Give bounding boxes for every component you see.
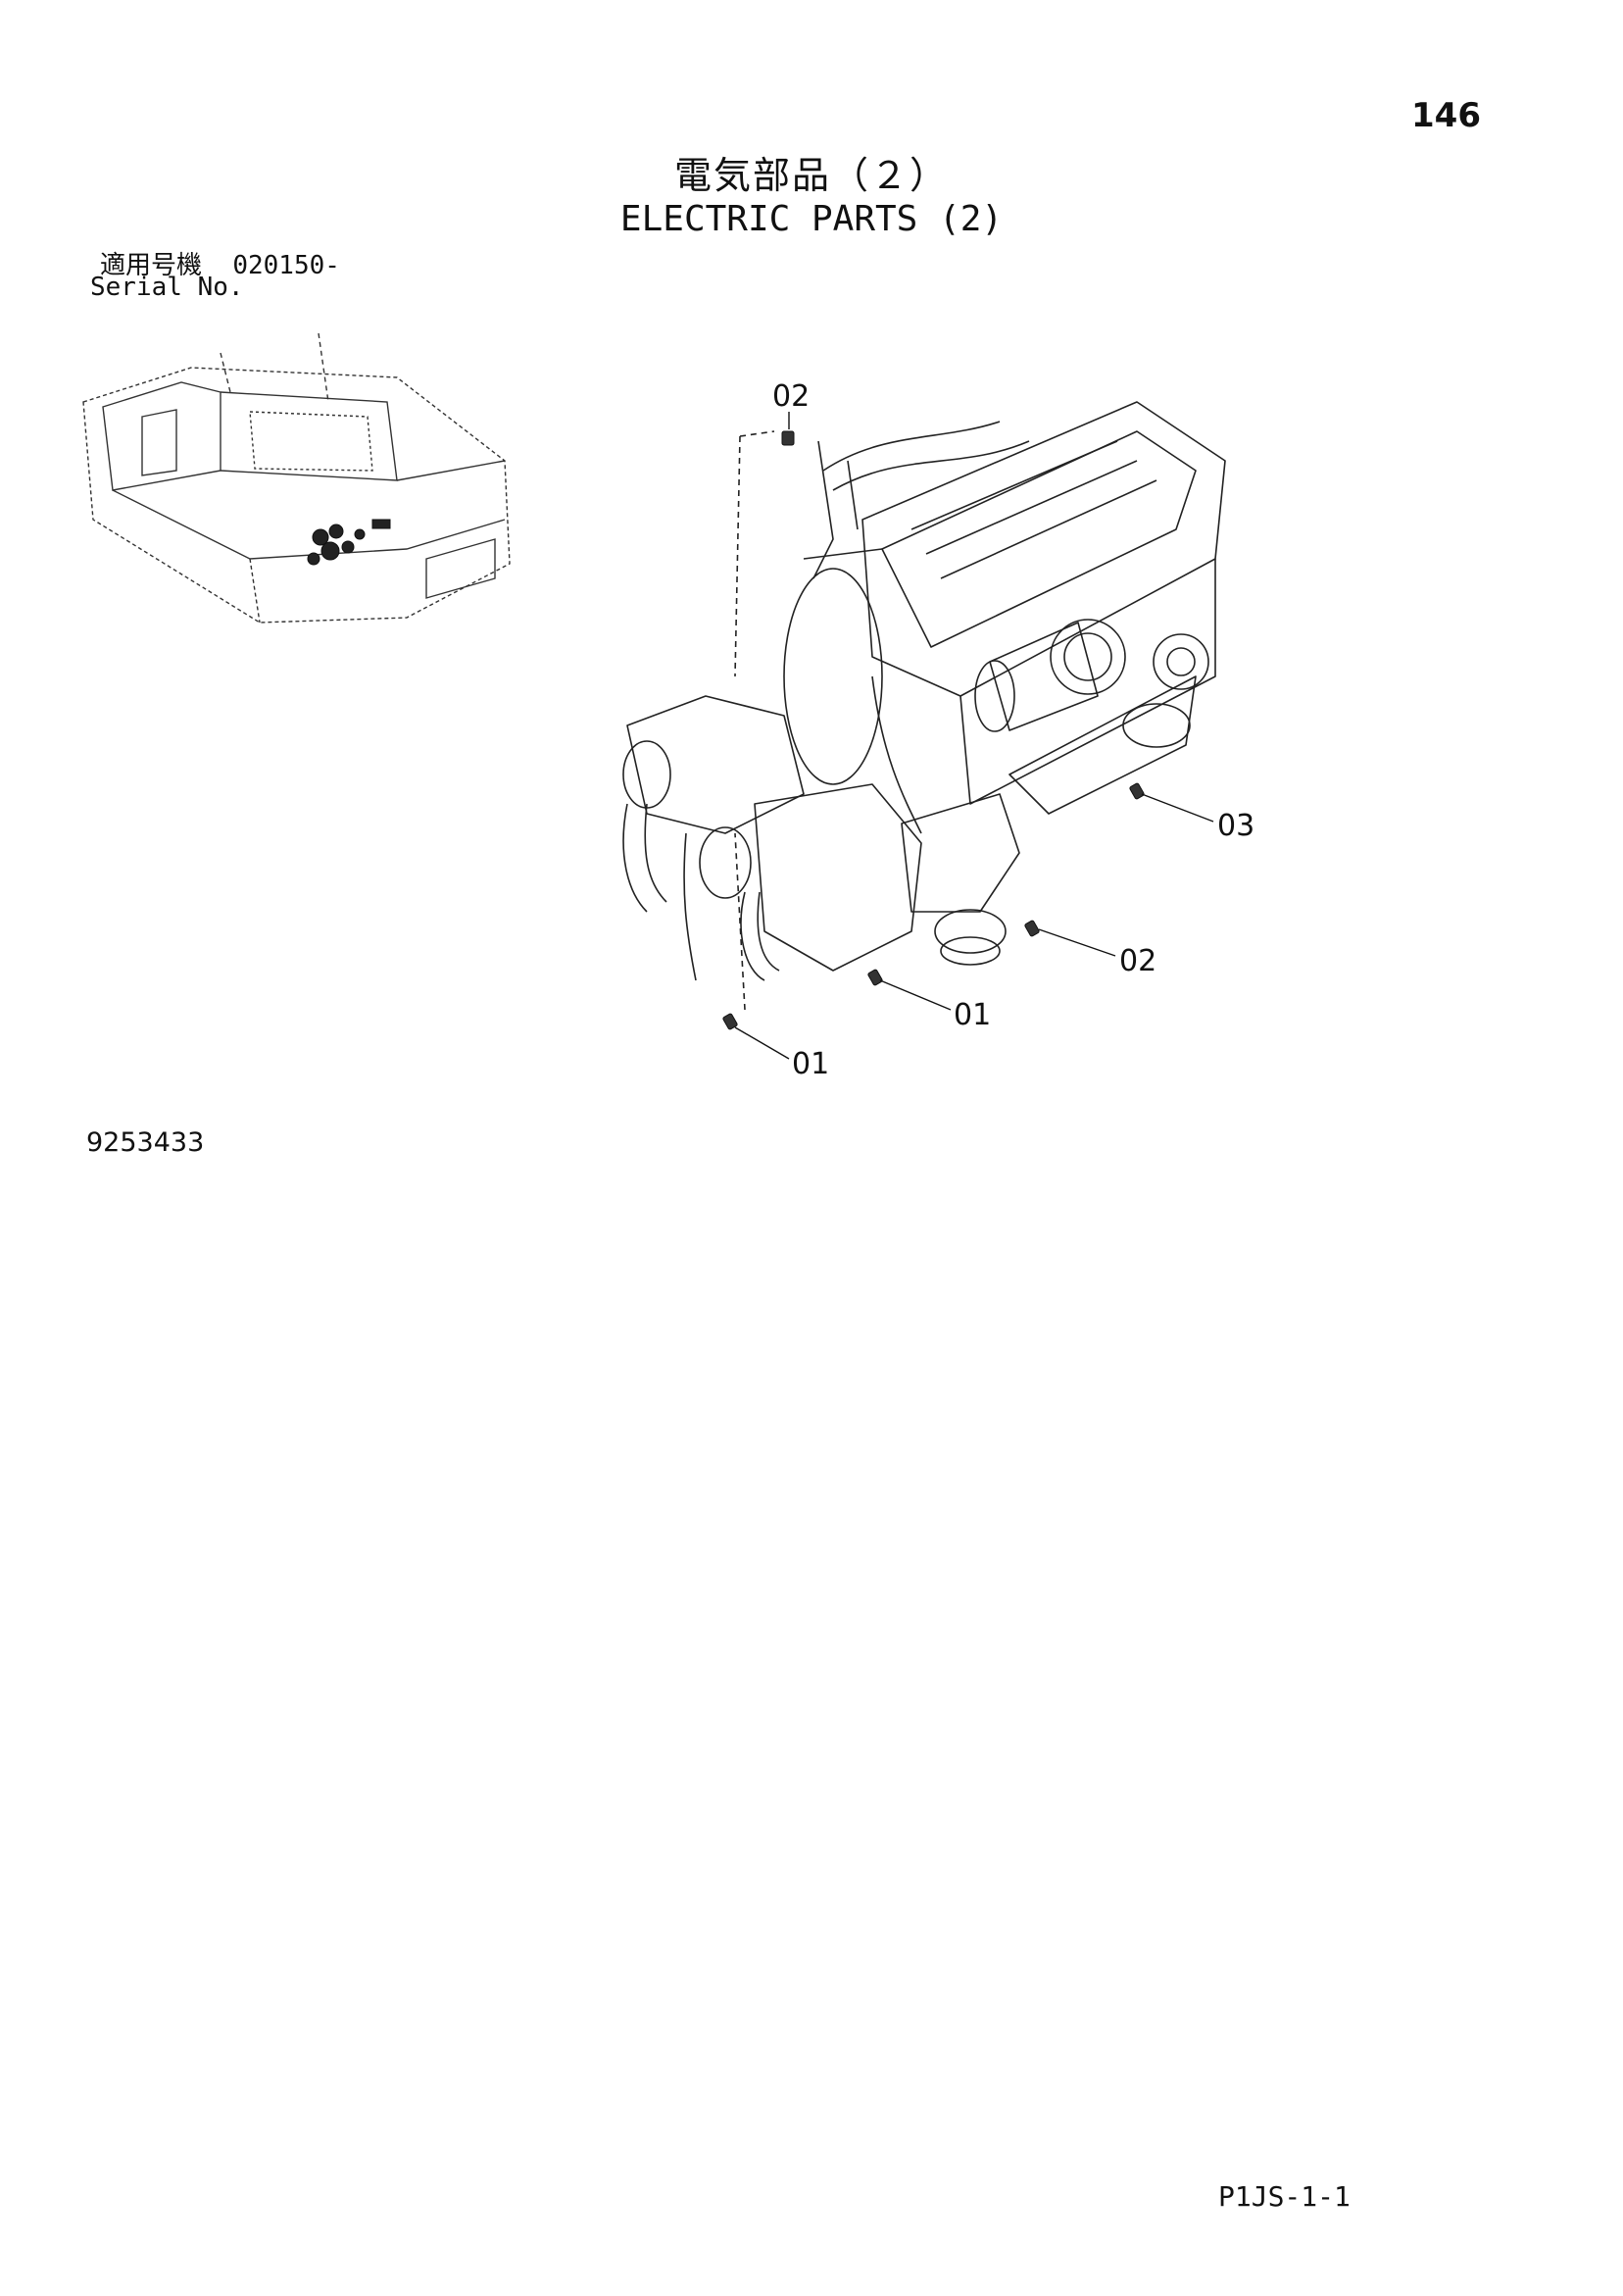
serial-label-english: Serial No. [90, 273, 244, 302]
callout-label: 01 [954, 998, 991, 1032]
serial-line-japanese: 適用号機 020150- [100, 245, 340, 281]
callout-label: 01 [792, 1047, 829, 1081]
page-title-japanese: 電気部品（２） [673, 154, 949, 197]
engine-assembly-drawing: 02 03 02 01 01 [622, 382, 1254, 1081]
callout-label: 03 [1217, 809, 1254, 843]
machine-location-thumbnail [82, 332, 511, 624]
page-number: 146 [1411, 96, 1481, 135]
callout-label: 02 [1119, 944, 1156, 978]
highlighted-parts-icon [307, 519, 391, 566]
drawing-number: 9253433 [86, 1127, 205, 1158]
serial-value: 020150- [232, 251, 340, 280]
callout-label: 02 [772, 382, 810, 414]
serial-label-japanese: 適用号機 [100, 251, 203, 280]
footer-code: P1JS-1-1 [1218, 2180, 1351, 2213]
page-title-english: ELECTRIC PARTS (2) [619, 199, 1004, 239]
